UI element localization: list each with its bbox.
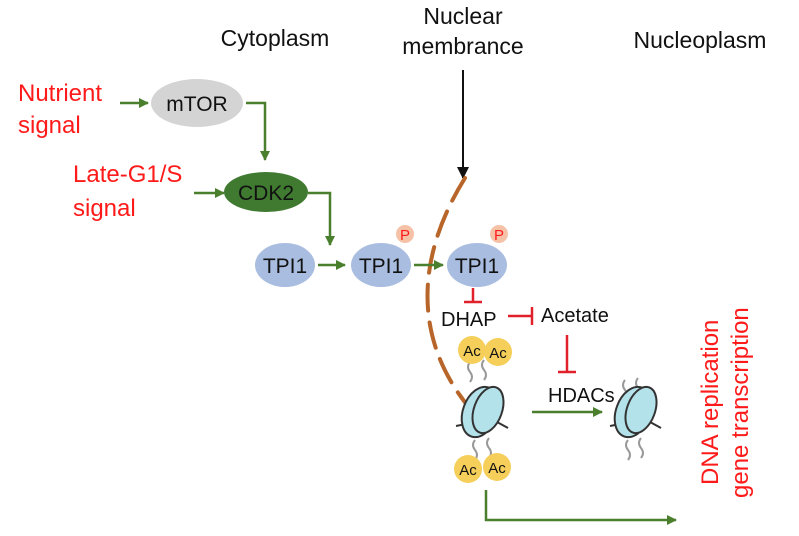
acetyl-group: Ac bbox=[483, 453, 511, 481]
nucleoplasm-label: Nucleoplasm bbox=[634, 27, 767, 53]
nutrient-signal-label-line1: Nutrient bbox=[18, 80, 102, 107]
hdacs-label: HDACs bbox=[548, 385, 615, 407]
acetate-inhibits-hdacs bbox=[558, 335, 576, 374]
deacetylated-nucleosome bbox=[609, 377, 662, 461]
tpi1-label: TPI1 bbox=[263, 255, 307, 278]
mtor-node: mTOR bbox=[151, 79, 243, 127]
nuclear-membrane-label-line1: Nuclear bbox=[423, 3, 503, 29]
tpi1-phospho-node-cytoplasm: TPI1 P bbox=[351, 225, 414, 287]
late-g1s-signal-label-line2: signal bbox=[73, 195, 136, 222]
svg-text:Ac: Ac bbox=[488, 460, 506, 477]
tpi1-phospho-node-nucleus: TPI1 P bbox=[447, 225, 508, 287]
nuclear-membrane-arc bbox=[425, 176, 482, 422]
acetylated-nucleosome: Ac Ac Ac Ac bbox=[454, 336, 512, 483]
phosphate-badge bbox=[396, 225, 414, 243]
acetyl-group: Ac bbox=[484, 338, 512, 366]
mtor-label: mTOR bbox=[166, 93, 227, 116]
phosphate-badge bbox=[490, 225, 508, 243]
acetyl-group: Ac bbox=[458, 336, 486, 364]
cdk2-node: CDK2 bbox=[224, 172, 308, 212]
dna-replication-label: DNA replication bbox=[697, 320, 724, 485]
tpi1-inhibits-dhap bbox=[464, 288, 482, 304]
tpi1-node-cytoplasm: TPI1 bbox=[255, 243, 315, 287]
acetate-label: Acetate bbox=[541, 305, 609, 327]
phosphate-label: P bbox=[494, 227, 504, 244]
tpi1-label: TPI1 bbox=[455, 255, 499, 278]
gene-transcription-label: gene transcription bbox=[727, 307, 754, 498]
svg-text:Ac: Ac bbox=[459, 462, 477, 479]
svg-text:Ac: Ac bbox=[489, 345, 507, 362]
acetyl-group: Ac bbox=[454, 455, 482, 483]
cdk2-to-tpi1-arrow bbox=[308, 191, 335, 246]
phosphate-label: P bbox=[400, 227, 410, 244]
tpi1-label: TPI1 bbox=[359, 255, 403, 278]
nutrient-signal-label-line2: signal bbox=[18, 112, 81, 139]
outcome-arrow bbox=[484, 490, 677, 525]
nuclear-membrane-label-line2: membrance bbox=[402, 33, 523, 59]
late-g1s-signal-label-line1: Late-G1/S bbox=[73, 161, 182, 188]
dhap-inhibits-acetate bbox=[508, 307, 534, 325]
dhap-label: DHAP bbox=[441, 309, 497, 331]
cdk2-label: CDK2 bbox=[238, 182, 294, 205]
mtor-to-cdk2-arrow bbox=[246, 101, 270, 161]
svg-text:Ac: Ac bbox=[463, 343, 481, 360]
cytoplasm-label: Cytoplasm bbox=[221, 25, 330, 51]
